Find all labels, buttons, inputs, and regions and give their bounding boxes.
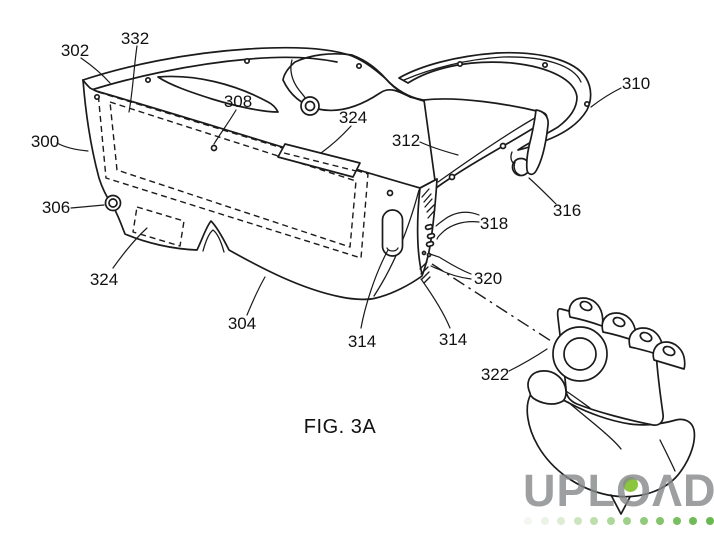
ref-label-314-left: 314: [348, 332, 376, 351]
figure-caption: FIG. 3A: [304, 416, 377, 438]
dash-dot-sightline: [431, 263, 552, 342]
strap-hole: [541, 61, 549, 69]
button-314: [381, 209, 404, 257]
point-308: [210, 144, 218, 152]
top-window: [277, 143, 361, 178]
nose-notch: [202, 229, 225, 253]
leader-lines: [56, 45, 622, 372]
ref-label-324-top: 324: [339, 108, 367, 127]
ref-label-300: 300: [31, 132, 59, 151]
side-buttons: [421, 223, 436, 258]
far-temple-arm: [157, 52, 424, 113]
palm: [526, 391, 696, 498]
ref-label-318: 318: [480, 214, 508, 233]
earbud: [290, 59, 320, 116]
ref-label-310: 310: [622, 74, 650, 93]
ref-label-324-left: 324: [90, 270, 118, 289]
right-temple-arm: [423, 98, 549, 189]
side-vents: [419, 188, 436, 284]
hand-drawing: [526, 391, 696, 515]
ref-label-322: 322: [481, 365, 509, 384]
strap-hole: [456, 60, 464, 68]
ref-label-306: 306: [42, 198, 70, 217]
ref-label-314-right: 314: [439, 330, 467, 349]
visor-body: [82, 79, 438, 301]
ref-label-302: 302: [61, 41, 89, 60]
fingers: [527, 297, 686, 409]
ref-label-304: 304: [228, 314, 256, 333]
ref-label-308: 308: [224, 92, 252, 111]
thumb: [527, 370, 567, 405]
ref-label-332: 332: [121, 29, 149, 48]
ref-label-316: 316: [553, 201, 581, 220]
ref-label-312: 312: [392, 131, 420, 150]
strap-hook: [525, 109, 549, 176]
strap-hole: [583, 100, 591, 108]
display-outline-hidden: [97, 91, 369, 259]
component-324-hidden: [132, 206, 185, 247]
ref-label-320: 320: [474, 269, 502, 288]
